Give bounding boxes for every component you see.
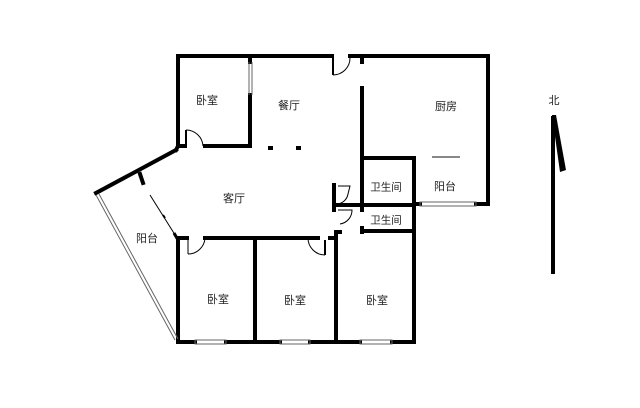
compass-north-label: 北 bbox=[548, 94, 560, 107]
room-label-bedroom-nw: 卧室 bbox=[196, 94, 218, 107]
room-label-kitchen: 厨房 bbox=[435, 100, 457, 113]
walls bbox=[93, 54, 490, 344]
doors bbox=[185, 57, 353, 256]
room-label-bedroom-s: 卧室 bbox=[284, 294, 306, 307]
room-label-bathroom-2: 卫生间 bbox=[370, 214, 402, 227]
room-label-bedroom-se: 卧室 bbox=[366, 294, 388, 307]
room-label-dining: 餐厅 bbox=[278, 99, 300, 112]
room-label-living: 客厅 bbox=[223, 192, 245, 205]
dining-openings bbox=[268, 100, 363, 150]
room-label-bedroom-sw: 卧室 bbox=[207, 293, 229, 306]
windows bbox=[95, 62, 477, 345]
room-label-balcony-w: 阳台 bbox=[136, 232, 158, 245]
room-label-balcony-e: 阳台 bbox=[434, 180, 456, 193]
room-label-bathroom-1: 卫生间 bbox=[370, 181, 402, 194]
compass bbox=[551, 115, 566, 274]
balcony-divider bbox=[149, 194, 180, 241]
